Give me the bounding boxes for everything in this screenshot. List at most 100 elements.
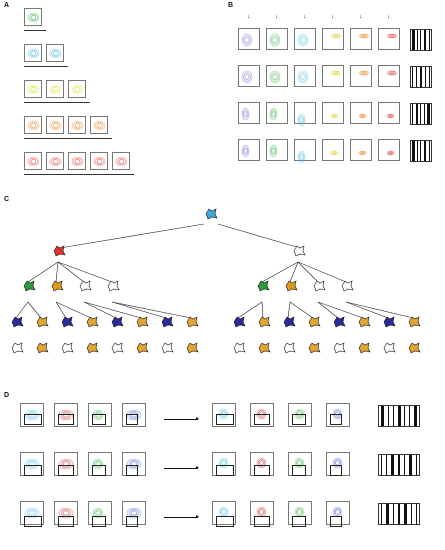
histogram-plot — [238, 65, 260, 87]
histogram-plot — [266, 65, 288, 87]
histogram-plot — [266, 102, 288, 124]
cell-population — [27, 120, 40, 131]
gating-plot — [250, 501, 274, 527]
gate-rectangle — [58, 465, 74, 476]
barcode-bar — [408, 455, 412, 475]
gate-rectangle — [216, 465, 234, 476]
barcode-bar — [412, 104, 414, 124]
panel-letter-d: D — [4, 392, 10, 399]
gate-rectangle — [330, 465, 342, 476]
tree-connector — [261, 261, 299, 283]
cell-glyph — [333, 316, 346, 328]
cell-glyph — [258, 342, 271, 354]
gating-plot — [88, 403, 112, 427]
cell-population — [386, 113, 395, 119]
gate-rectangle — [216, 516, 234, 527]
histogram-plot — [378, 139, 400, 161]
cell-population — [71, 120, 84, 131]
cell-glyph — [136, 342, 149, 354]
cell-population — [49, 48, 62, 59]
gate-rectangle — [254, 516, 270, 527]
gate-rectangle — [92, 414, 106, 425]
gate-rectangle — [292, 414, 306, 425]
barcode-bar — [397, 406, 401, 426]
cell-glyph — [333, 342, 346, 354]
scatter-plot — [24, 8, 42, 26]
barcode-bar — [415, 455, 417, 475]
histogram-plot — [294, 28, 316, 50]
cell-population — [330, 70, 342, 76]
cell-glyph — [358, 316, 371, 328]
cell-glyph — [36, 342, 49, 354]
tree-connector — [261, 301, 264, 319]
cell-glyph — [358, 342, 371, 354]
gating-plot — [326, 501, 350, 527]
tree-connector — [289, 261, 299, 283]
sort-arrow — [164, 517, 198, 518]
barcode-bar — [386, 455, 388, 475]
down-arrow: ↓ — [359, 14, 362, 20]
tree-connector — [297, 261, 319, 283]
cell-population — [27, 12, 40, 23]
cell-glyph — [51, 280, 64, 292]
panel-a — [0, 0, 175, 190]
cell-glyph — [186, 342, 199, 354]
gating-plot — [20, 452, 44, 476]
barcode-bar — [398, 455, 400, 475]
tree-connector — [317, 301, 364, 319]
gating-plot — [54, 452, 78, 476]
scatter-plot — [68, 152, 86, 170]
barcode-bar — [409, 406, 411, 426]
axis-arrow — [24, 66, 68, 67]
cell-population — [24, 409, 40, 421]
tree-connector — [57, 261, 113, 283]
gate-rectangle — [24, 516, 42, 527]
gating-plot — [20, 501, 44, 527]
cell-glyph — [257, 280, 270, 292]
gating-plot — [20, 403, 44, 427]
histogram-plot — [350, 65, 372, 87]
barcode-bar — [381, 504, 383, 524]
histogram-plot — [378, 65, 400, 87]
down-arrow: ↓ — [303, 14, 306, 20]
cell-glyph — [258, 316, 271, 328]
gating-plot — [250, 452, 274, 476]
cell-glyph — [86, 316, 99, 328]
barcode-bar — [428, 67, 430, 87]
cell-glyph — [161, 316, 174, 328]
tree-connector — [55, 301, 67, 319]
tree-connector — [289, 301, 314, 319]
cell-glyph — [136, 316, 149, 328]
cell-population — [126, 409, 142, 421]
cell-glyph — [233, 316, 246, 328]
barcode-bar — [414, 406, 418, 426]
scatter-plot — [24, 152, 42, 170]
cell-population — [297, 33, 309, 47]
panel-b: ↓↓↓↓↓↓ — [220, 0, 445, 175]
cell-glyph — [161, 342, 174, 354]
scatter-plot — [46, 80, 64, 98]
cell-glyph — [23, 280, 36, 292]
cell-population — [269, 33, 281, 47]
gate-rectangle — [254, 414, 270, 425]
cell-glyph — [283, 342, 296, 354]
histogram-plot — [294, 139, 316, 164]
tree-connector — [297, 261, 347, 283]
scatter-plot — [112, 152, 130, 170]
cell-population — [330, 150, 339, 156]
histogram-plot — [322, 139, 344, 161]
cell-population — [49, 120, 62, 131]
histogram-plot — [378, 102, 400, 124]
cell-glyph — [11, 342, 24, 354]
down-arrow: ↓ — [387, 14, 390, 20]
tree-connector — [55, 301, 92, 319]
gate-rectangle — [292, 516, 306, 527]
barcode-glyph — [378, 503, 420, 525]
barcode-bar — [398, 504, 400, 524]
barcode-bar — [420, 30, 422, 50]
cell-glyph — [61, 316, 74, 328]
gate-rectangle — [126, 414, 138, 425]
cell-population — [297, 113, 306, 127]
gating-plot — [122, 501, 146, 527]
gating-plot — [288, 501, 312, 527]
